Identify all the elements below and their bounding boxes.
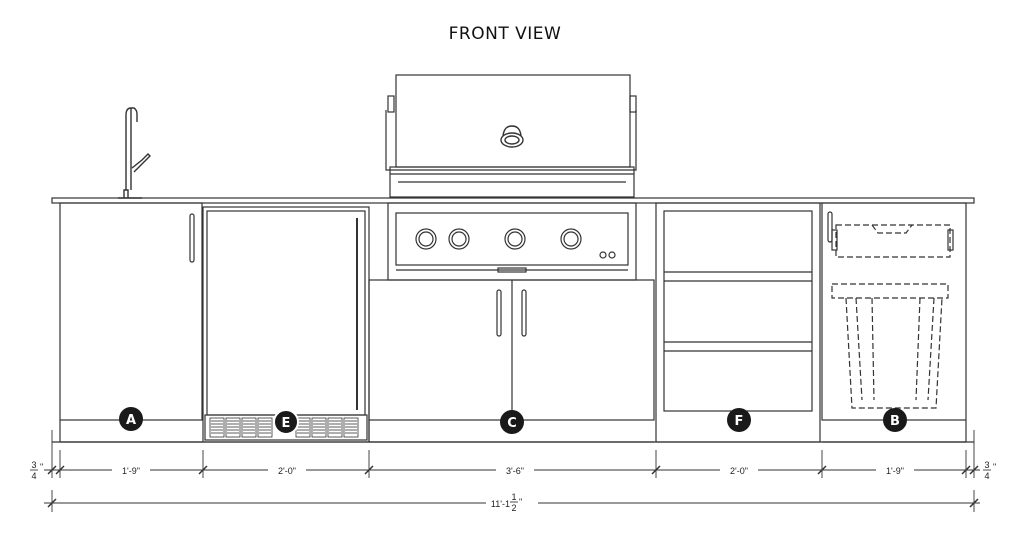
- dim-end-right: 3 4 ": [983, 460, 996, 481]
- svg-text:F: F: [735, 414, 744, 429]
- countertop: [51, 197, 975, 204]
- dim-e: 2'-0": [278, 466, 296, 476]
- marker-a: A: [119, 407, 143, 431]
- dim-end-left: 3 4 ": [30, 460, 43, 481]
- refrigerator-e: [202, 206, 370, 443]
- view-title: FRONT VIEW: [448, 24, 562, 44]
- svg-text:3: 3: [31, 460, 36, 470]
- grill-head: [385, 74, 637, 281]
- grille-slat: [225, 417, 241, 438]
- marker-c: C: [500, 410, 524, 434]
- dim-f: 2'-0": [730, 466, 748, 476]
- trash-bin-icon: [831, 283, 949, 409]
- faucet-icon: [118, 107, 151, 199]
- dim-overall: 11'-1 1 2 ": [491, 492, 522, 513]
- marker-f: F: [727, 408, 751, 432]
- svg-text:4: 4: [984, 471, 989, 481]
- dim-a: 1'-9": [122, 466, 140, 476]
- svg-text:": ": [519, 497, 522, 507]
- grille-slat: [241, 417, 257, 438]
- svg-text:C: C: [507, 416, 517, 431]
- svg-text:": ": [993, 462, 996, 472]
- dimension-labels: 1'-9" 2'-0" 3'-6" 2'-0" 1'-9" 3 4 " 3 4 …: [30, 460, 996, 513]
- paper-towel-holder-icon: [831, 224, 954, 258]
- cabinet-a: [59, 202, 203, 443]
- dim-b: 1'-9": [886, 466, 904, 476]
- svg-text:B: B: [890, 414, 900, 429]
- shelf-cabinet-f: [655, 202, 821, 443]
- svg-text:E: E: [282, 416, 291, 431]
- svg-text:": ": [40, 462, 43, 472]
- trash-cabinet-b: [821, 202, 967, 443]
- dimension-label-masks: [112, 463, 914, 512]
- grille-slat: [327, 417, 343, 438]
- marker-b: B: [883, 408, 907, 432]
- svg-text:1: 1: [511, 492, 516, 502]
- svg-text:4: 4: [31, 471, 36, 481]
- svg-text:A: A: [126, 413, 136, 428]
- module-markers: A E C F B: [119, 407, 907, 435]
- svg-text:3: 3: [984, 460, 989, 470]
- dim-c: 3'-6": [506, 466, 524, 476]
- grille-slat: [343, 417, 359, 438]
- grille-slat: [209, 417, 225, 438]
- grille-slat: [311, 417, 327, 438]
- grill-handle-icon: [500, 125, 524, 148]
- marker-e: E: [273, 409, 299, 435]
- svg-text:11'-1: 11'-1: [491, 499, 510, 509]
- svg-text:2: 2: [511, 503, 516, 513]
- grille-slat: [257, 417, 273, 438]
- refrigerator-grille: [209, 417, 359, 438]
- grill-knobs: [415, 228, 616, 259]
